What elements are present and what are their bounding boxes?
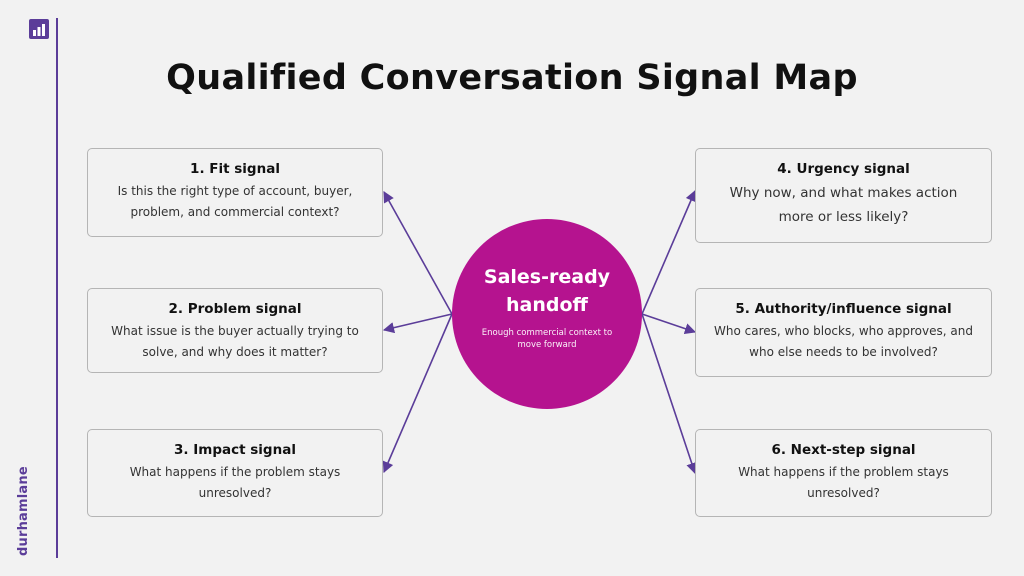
card-problem-signal: 2. Problem signal What issue is the buye… [87, 288, 383, 373]
card-fit-signal: 1. Fit signal Is this the right type of … [87, 148, 383, 237]
sidebar-divider [56, 18, 58, 558]
card-title: 1. Fit signal [190, 161, 280, 177]
card-title: 3. Impact signal [174, 442, 296, 458]
connector-urgency [641, 189, 697, 315]
connector-problem [382, 313, 453, 334]
card-title: 2. Problem signal [168, 301, 302, 317]
card-text: What issue is the buyer actually trying … [111, 324, 359, 359]
card-text: What happens if the problem stays unreso… [738, 465, 949, 500]
connector-fit [383, 191, 453, 315]
card-text: What happens if the problem stays unreso… [129, 465, 341, 500]
hub-title: Sales-ready handoff [483, 266, 611, 316]
page-title: Qualified Conversation Signal Map [166, 58, 858, 98]
connector-impact [382, 313, 453, 474]
connector-authority [641, 313, 697, 335]
card-next-step-signal: 6. Next-step signal What happens if the … [695, 429, 992, 517]
card-title: 4. Urgency signal [777, 161, 910, 177]
card-title: 5. Authority/influence signal [735, 301, 952, 317]
card-title: 6. Next-step signal [771, 442, 916, 458]
card-text: Is this the right type of account, buyer… [117, 184, 353, 219]
hub-subtitle: Enough commercial context to move forwar… [481, 328, 613, 350]
card-text: Why now, and what makes action more or l… [729, 185, 958, 225]
connector-next-step [641, 313, 698, 475]
card-text: Who cares, who blocks, who approves, and… [714, 324, 973, 359]
card-urgency-signal: 4. Urgency signal Why now, and what make… [695, 148, 992, 243]
hub-circle: Sales-ready handoff Enough commercial co… [452, 219, 642, 409]
card-impact-signal: 3. Impact signal What happens if the pro… [87, 429, 383, 517]
brand-logo [29, 19, 49, 39]
card-authority-signal: 5. Authority/influence signal Who cares,… [695, 288, 992, 377]
